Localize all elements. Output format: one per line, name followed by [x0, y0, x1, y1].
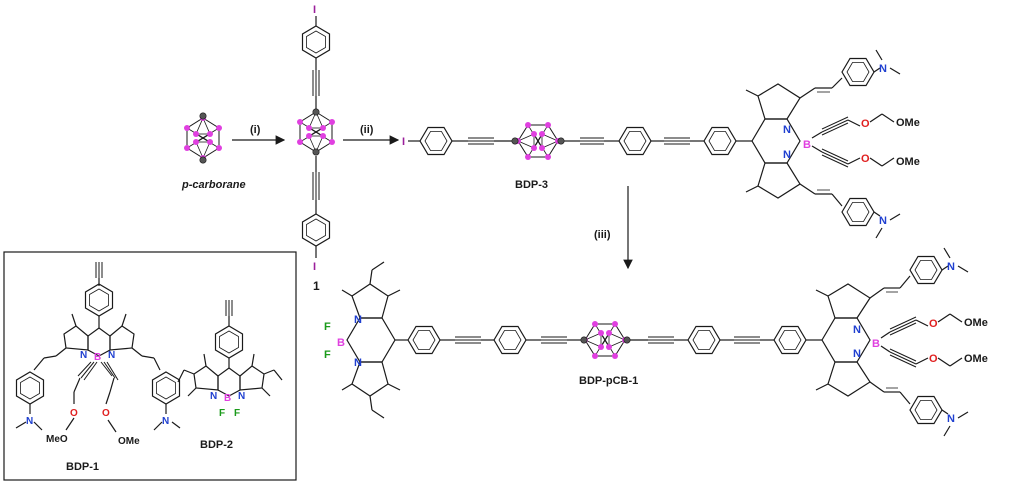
svg-text:N: N: [947, 261, 955, 273]
svg-text:N: N: [879, 63, 887, 75]
step-i-label: (i): [250, 124, 261, 136]
svg-text:N: N: [354, 357, 362, 369]
p-carborane-structure: [183, 112, 223, 164]
svg-text:B: B: [803, 139, 811, 151]
bdp-1-structure: N B N N N O MeO O OMe: [15, 262, 181, 447]
svg-text:N: N: [26, 416, 33, 427]
svg-text:N: N: [853, 324, 861, 336]
svg-text:N: N: [238, 391, 245, 402]
svg-text:N: N: [879, 215, 887, 227]
svg-text:N: N: [354, 314, 362, 326]
svg-text:OMe: OMe: [964, 317, 988, 329]
svg-text:N: N: [108, 350, 115, 361]
svg-text:F: F: [219, 408, 225, 419]
svg-text:N: N: [783, 124, 791, 136]
svg-text:OMe: OMe: [896, 117, 920, 129]
svg-text:N: N: [853, 348, 861, 360]
svg-text:B: B: [872, 338, 880, 350]
svg-text:O: O: [861, 153, 870, 165]
bdp-3-label: BDP-3: [515, 179, 548, 191]
svg-text:F: F: [324, 321, 331, 333]
svg-text:F: F: [324, 349, 331, 361]
compound-1-label: 1: [313, 279, 320, 293]
step-iii-label: (iii): [594, 229, 611, 241]
svg-text:O: O: [102, 408, 110, 419]
svg-text:I: I: [313, 261, 316, 273]
svg-text:O: O: [929, 318, 938, 330]
svg-text:I: I: [313, 4, 316, 16]
svg-text:OMe: OMe: [896, 156, 920, 168]
svg-text:B: B: [224, 393, 231, 404]
svg-text:N: N: [947, 413, 955, 425]
svg-text:OMe: OMe: [118, 436, 140, 447]
bdp-pcb-1-structure: N N B F F: [324, 247, 988, 437]
svg-text:O: O: [861, 118, 870, 130]
svg-text:MeO: MeO: [46, 434, 68, 445]
svg-text:N: N: [80, 350, 87, 361]
svg-text:B: B: [337, 337, 345, 349]
bdp-3-structure: I N: [402, 49, 920, 239]
svg-text:O: O: [70, 408, 78, 419]
svg-text:I: I: [402, 136, 405, 148]
bdp-1-label: BDP-1: [66, 461, 99, 473]
bdp-2-structure: N B N F F: [177, 300, 283, 419]
compound-1-structure: I I: [296, 4, 336, 273]
svg-text:OMe: OMe: [964, 353, 988, 365]
svg-text:N: N: [783, 149, 791, 161]
svg-text:F: F: [234, 408, 240, 419]
bdp-2-label: BDP-2: [200, 439, 233, 451]
reference-compounds-box: [3, 251, 297, 481]
step-ii-label: (ii): [360, 124, 374, 136]
svg-text:B: B: [94, 352, 101, 363]
svg-text:O: O: [929, 353, 938, 365]
svg-text:N: N: [210, 391, 217, 402]
p-carborane-label: p-carborane: [181, 179, 246, 191]
svg-text:N: N: [162, 416, 169, 427]
bdp-pcb-1-label: BDP-pCB-1: [579, 375, 638, 387]
